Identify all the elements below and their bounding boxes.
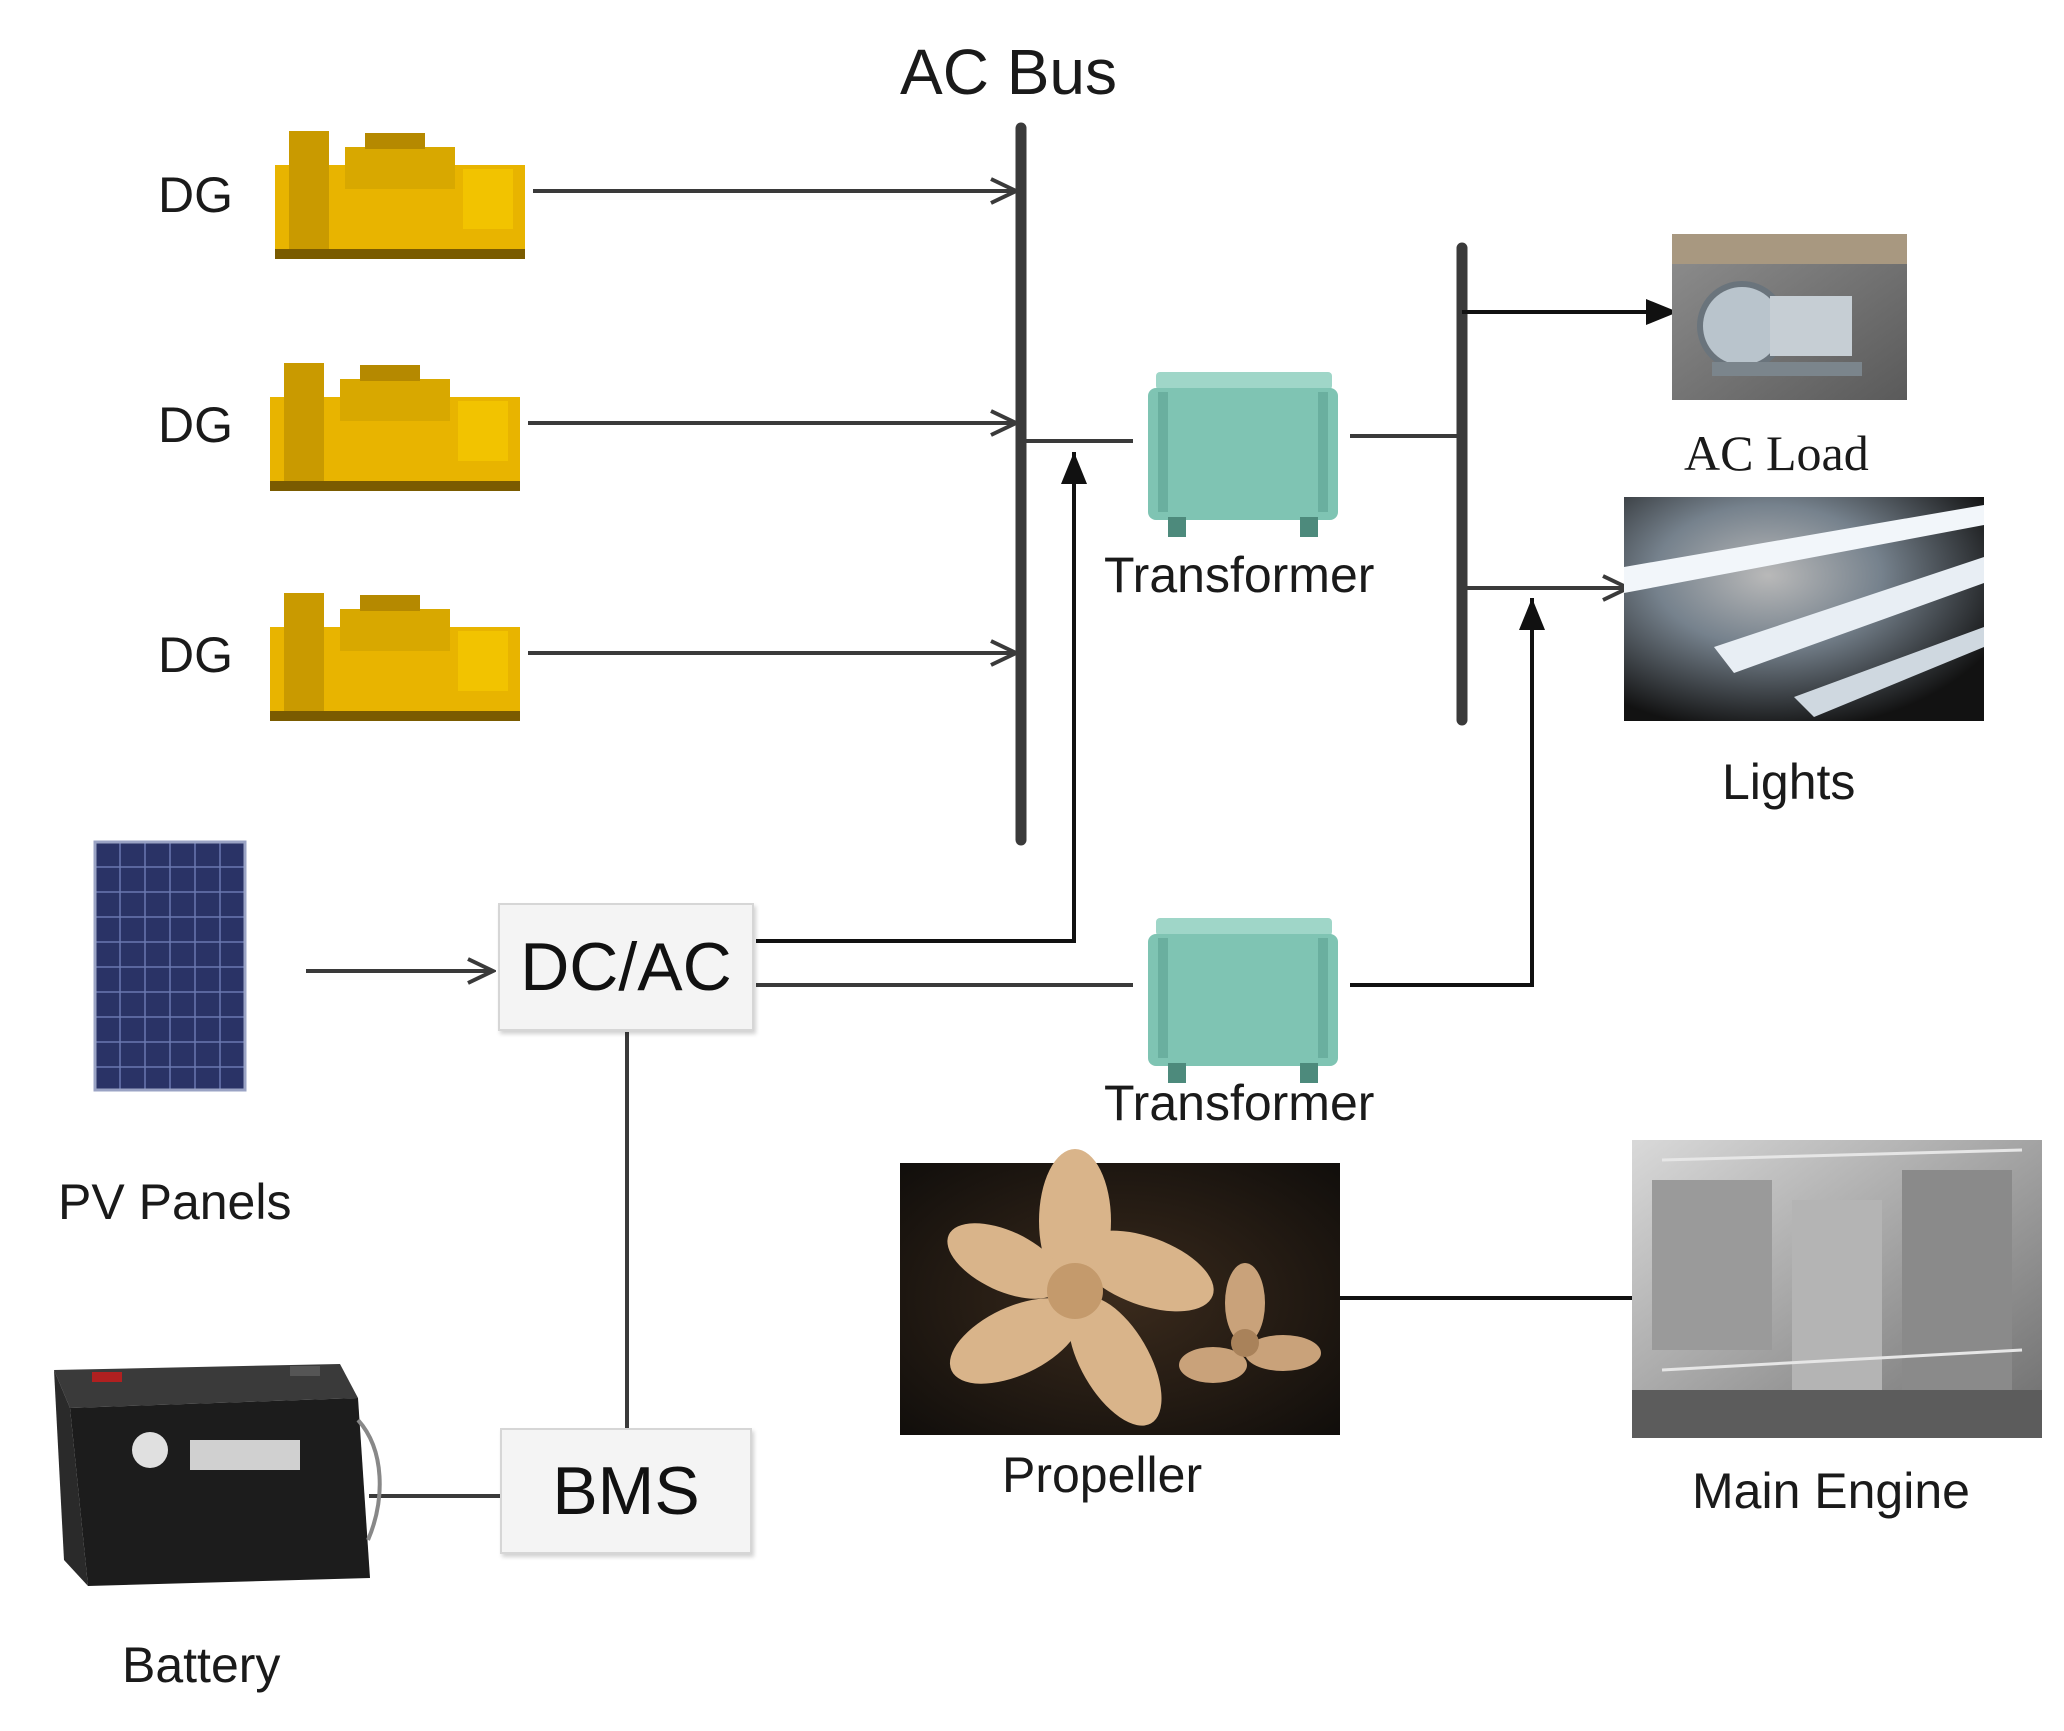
main-engine-label: Main Engine xyxy=(1692,1463,1970,1519)
propeller-image xyxy=(900,1149,1340,1435)
generator-icon xyxy=(270,593,520,721)
lights-image xyxy=(1624,497,1984,721)
bms-box: BMS xyxy=(500,1428,752,1554)
propeller-label: Propeller xyxy=(1002,1447,1203,1503)
dg-label: DG xyxy=(158,167,233,223)
ac-load-label: AC Load xyxy=(1684,425,1869,481)
generator-icon xyxy=(270,363,520,491)
pv-panel-icon xyxy=(93,840,247,1092)
bms-label: BMS xyxy=(552,1453,700,1529)
transformer-icon xyxy=(1148,372,1338,537)
lights-label: Lights xyxy=(1722,754,1856,810)
main-engine-image xyxy=(1632,1140,2042,1438)
battery-icon xyxy=(54,1364,382,1586)
ac-bus-label: AC Bus xyxy=(900,36,1117,108)
ac-load-image xyxy=(1672,234,1907,400)
transformer-to-lights-arrow xyxy=(1350,598,1545,987)
transformer-icon xyxy=(1148,918,1338,1083)
pv-panels-label: PV Panels xyxy=(58,1174,292,1230)
dc-ac-label: DC/AC xyxy=(520,929,732,1005)
dg-label: DG xyxy=(158,627,233,683)
transformer-label: Transformer xyxy=(1104,547,1375,603)
dg-label: DG xyxy=(158,397,233,453)
transformer-label: Transformer xyxy=(1104,1075,1375,1131)
generator-icon xyxy=(275,131,525,259)
dcac-to-bus-arrow xyxy=(756,452,1087,943)
dc-ac-converter-box: DC/AC xyxy=(498,903,754,1031)
battery-label: Battery xyxy=(122,1637,281,1693)
